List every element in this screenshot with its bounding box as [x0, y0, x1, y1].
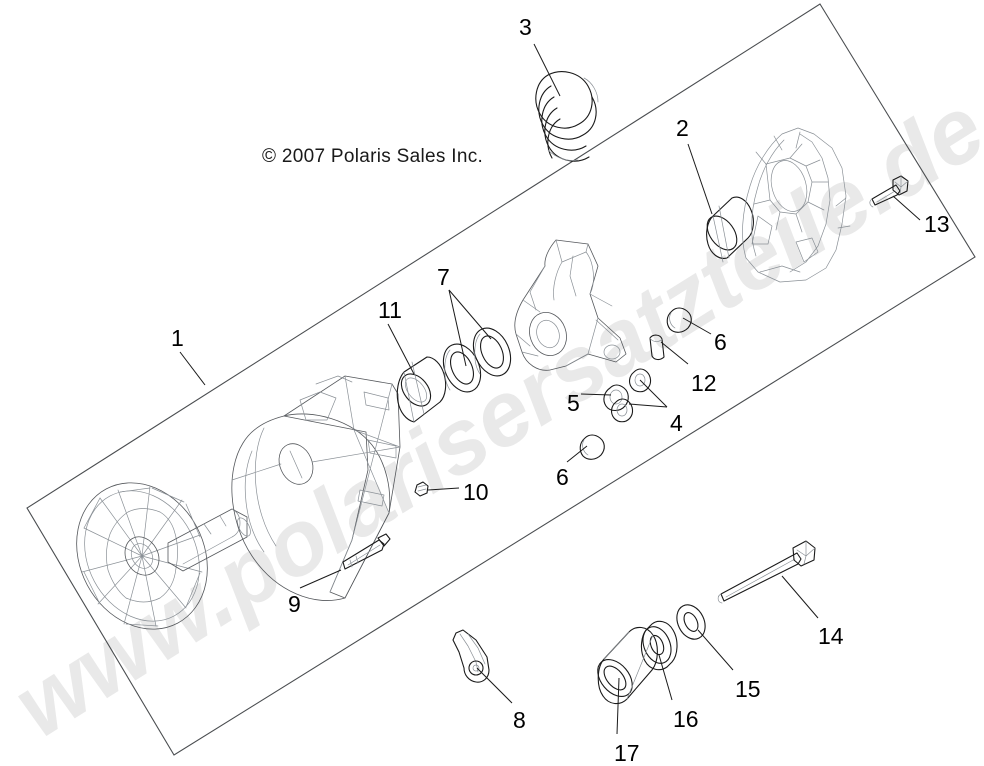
part-spacer-tube — [597, 626, 658, 705]
leader-line-3 — [533, 43, 561, 97]
leader-line-5 — [580, 393, 612, 396]
watermark: www.polarisersatzteile.de — [0, 76, 984, 757]
callout-number-15: 15 — [735, 676, 761, 702]
callout-number-13: 13 — [924, 211, 950, 237]
part-roller-bushing-b — [611, 398, 634, 423]
callout-number-14: 14 — [818, 623, 844, 649]
callout-number-2: 2 — [676, 115, 689, 141]
leader-line-10 — [427, 487, 460, 491]
part-nut — [414, 481, 429, 497]
leader-line-14 — [781, 575, 819, 619]
leader-line-7 — [448, 289, 467, 367]
callout-number-6: 6 — [556, 464, 569, 490]
leader-line-7-2 — [448, 289, 492, 340]
callout-number-6: 6 — [714, 329, 727, 355]
part-bolt-long — [717, 540, 816, 604]
leader-line-16 — [658, 654, 673, 701]
part-clutch-cover-housing — [742, 127, 851, 283]
part-washer-thin — [676, 604, 706, 640]
svg-text:www.polarisersatzteile.de: www.polarisersatzteile.de — [0, 76, 984, 757]
leader-line-17 — [616, 677, 620, 735]
callout-number-8: 8 — [513, 707, 526, 733]
callout-number-11: 11 — [378, 297, 402, 323]
part-movable-sheave — [231, 375, 401, 601]
callout-number-10: 10 — [463, 479, 489, 505]
part-clutch-spider — [514, 239, 627, 371]
leader-line-8 — [476, 667, 513, 704]
callout-number-16: 16 — [673, 706, 699, 732]
callout-number-5: 5 — [567, 390, 580, 416]
leader-line-1 — [179, 351, 206, 386]
part-weight-pin-upper — [666, 307, 692, 333]
part-clutch-weight — [452, 629, 490, 683]
part-weight-pin-lower — [579, 434, 605, 460]
callout-number-1: 1 — [171, 325, 184, 351]
part-thrust-washer-b — [472, 327, 512, 377]
part-spacer-ring — [706, 196, 754, 263]
callout-number-9: 9 — [288, 591, 301, 617]
part-washer-thick — [640, 620, 678, 671]
leader-line-13 — [892, 195, 921, 221]
copyright-notice: © 2007 Polaris Sales Inc. — [262, 146, 484, 167]
part-spacer-pin — [649, 334, 665, 361]
callout-number-12: 12 — [691, 370, 717, 396]
callout-leader-lines — [179, 43, 921, 735]
part-clutch-spring — [535, 71, 599, 162]
leader-line-9 — [299, 569, 342, 589]
part-roller — [603, 384, 629, 412]
part-bushing-sleeve — [396, 356, 447, 423]
diagram-boundary — [26, 3, 976, 756]
leader-line-4-2 — [628, 403, 668, 408]
callout-number-3: 3 — [519, 14, 532, 40]
leader-line-2 — [687, 143, 713, 215]
part-drive-clutch-assembly — [76, 482, 251, 630]
leader-line-15 — [697, 629, 734, 671]
leader-line-12 — [660, 341, 689, 365]
leader-line-6 — [566, 445, 588, 463]
leader-line-4 — [639, 379, 668, 408]
leader-line-6 — [682, 317, 712, 335]
callout-number-17: 17 — [614, 740, 640, 766]
leader-line-11 — [387, 323, 415, 375]
callout-number-7: 7 — [437, 264, 450, 290]
part-shoulder-bolt — [342, 533, 391, 570]
callout-number-4: 4 — [670, 410, 683, 436]
